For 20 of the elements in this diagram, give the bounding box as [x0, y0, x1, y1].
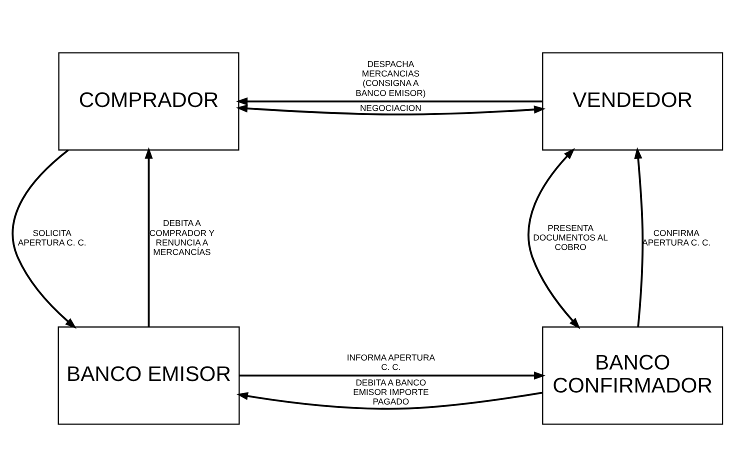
arrow [144, 146, 153, 326]
edge-label: NEGOCIACION [360, 102, 422, 113]
edge-label: DEBITA A BANCO EMISOR IMPORTE PAGADO [353, 376, 429, 406]
node-box: VENDEDOR [542, 52, 724, 150]
edge-label: CONFIRMA APERTURA C. C. [642, 227, 711, 247]
edge-label: INFORMA APERTURA C. C. [346, 352, 436, 372]
edge-label: SOLICITA APERTURA C. C. [18, 227, 86, 247]
arrow [634, 146, 644, 326]
arrow [239, 371, 546, 380]
arrow [236, 104, 546, 115]
edge-label: DESPACHA MERCANCIAS (CONSIGNA A BANCO EMISOR) [356, 58, 426, 98]
arrow [236, 96, 542, 105]
arrow [528, 148, 580, 329]
arrow [12, 148, 77, 328]
edge-label: PRESENTA DOCUMENTOS AL COBRO [533, 222, 608, 252]
node-box: COMPRADOR [58, 52, 240, 150]
edge-label: DEBITA A COMPRADOR Y RENUNCIA A MERCANCÍAS [149, 218, 215, 257]
node-box: BANCO EMISOR [58, 326, 240, 424]
arrow [236, 391, 543, 410]
node-box: BANCO CONFIRMADOR [542, 326, 724, 424]
